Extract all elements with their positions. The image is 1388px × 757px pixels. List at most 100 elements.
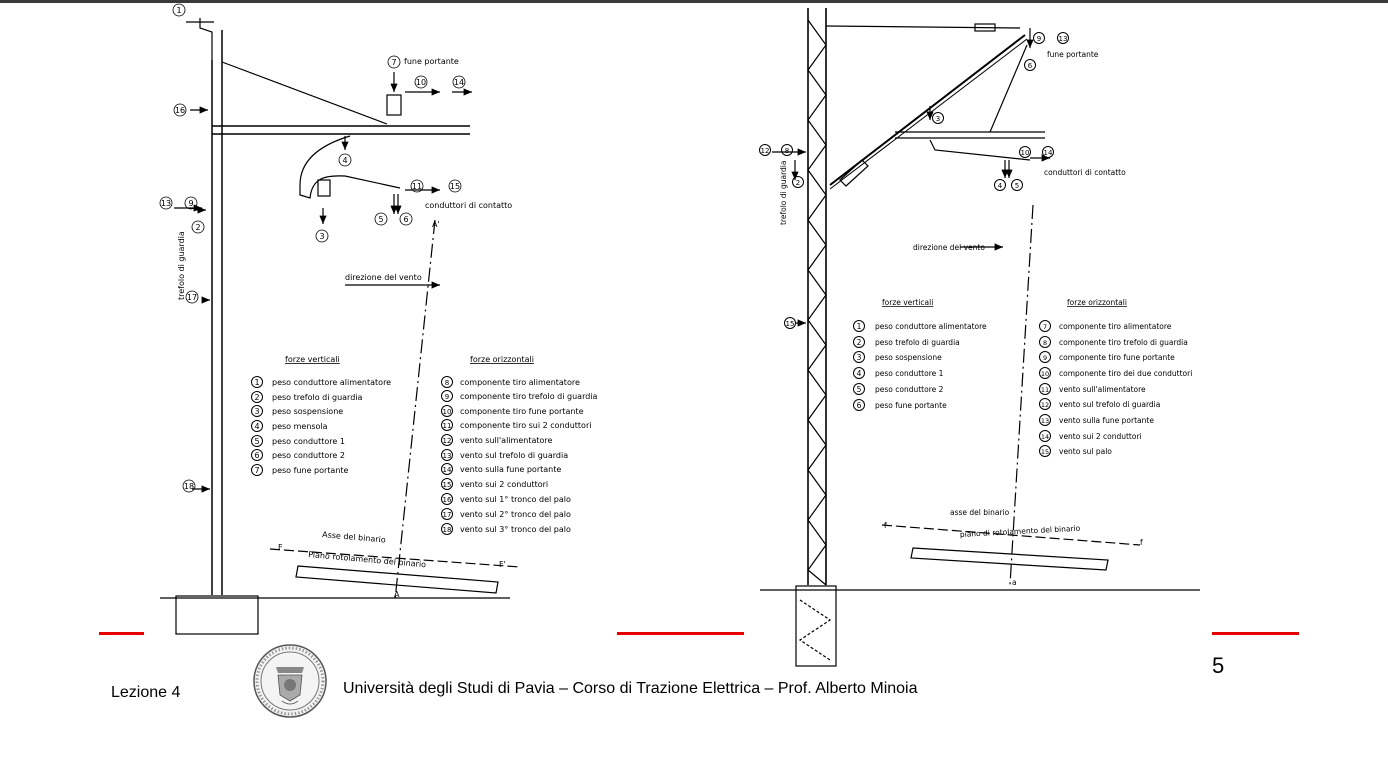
label-f-right: f [1140,538,1143,547]
svg-text:16: 16 [443,496,452,504]
svg-text:6: 6 [254,451,259,460]
label-piano-rotolamento: Piano rotolamento del binario [308,550,427,569]
svg-text:3: 3 [319,232,324,241]
right-diagram [760,8,1200,667]
right-vertical-item: peso fune portante [875,401,947,410]
svg-text:6: 6 [403,215,408,224]
svg-text:5: 5 [254,437,259,446]
label-A: A [394,590,400,599]
svg-text:7: 7 [391,58,396,67]
right-vertical-item: peso conduttore 1 [875,369,944,378]
svg-text:16: 16 [175,106,185,115]
right-drawing-markers: 12 8 2 15 9 13 6 3 10 14 4 5 [759,32,1069,329]
right-horizontal-item: vento sui 2 conduttori [1059,432,1142,441]
university-seal-icon [253,644,327,718]
footer-text: Università degli Studi di Pavia – Corso … [343,680,918,697]
label-asse-binario: Asse del binario [322,530,386,545]
svg-text:13: 13 [443,452,452,460]
left-horizontal-item: vento sul trefolo di guardia [460,451,568,460]
label-direzione-vento-r: direzione del vento [913,243,985,252]
svg-text:17: 17 [187,293,197,302]
left-vertical-item: peso fune portante [272,466,349,475]
left-drawing-markers: 1 16 13 9 2 17 18 7 10 14 4 3 5 6 11 15 [159,3,466,493]
right-drawing-labels: fune portante conduttori di contatto tre… [779,50,1143,587]
svg-text:8: 8 [445,379,449,387]
svg-text:4: 4 [857,369,862,378]
label-direzione-vento: direzione del vento [345,273,422,282]
left-horizontal-item: componente tiro alimentatore [460,378,580,387]
left-horizontal-item: componente tiro trefolo di guardia [460,392,598,401]
svg-text:14: 14 [1044,149,1053,157]
label-asse-binario-r: asse del binario [950,508,1010,517]
left-horizontal-item: componente tiro fune portante [460,407,584,416]
label-fune-portante: fune portante [404,57,459,66]
svg-text:18: 18 [443,526,452,534]
svg-text:4: 4 [342,156,347,165]
right-horizontal-item: vento sul trefolo di guardia [1059,400,1160,409]
right-horizontal-item: componente tiro dei due conduttori [1059,369,1192,378]
left-diagram [160,18,521,635]
label-f-left: f [884,521,887,530]
right-horizontal-item: componente tiro alimentatore [1059,322,1172,331]
label-conduttori-contatto-r: conduttori di contatto [1044,168,1126,177]
label-a: a [1012,578,1017,587]
svg-text:6: 6 [857,401,862,410]
svg-text:5: 5 [378,215,383,224]
red-divider-right [1212,632,1299,635]
right-vertical-item: peso sospensione [875,353,942,362]
svg-text:15: 15 [1041,448,1049,456]
top-border [0,0,1388,3]
left-horizontal-item: vento sulla fune portante [460,465,561,474]
red-divider-middle [617,632,744,635]
svg-text:2: 2 [254,393,259,402]
svg-text:10: 10 [1041,370,1049,378]
svg-text:11: 11 [1041,386,1049,394]
left-vertical-item: peso conduttore 1 [272,437,345,446]
svg-text:2: 2 [195,223,200,232]
svg-text:1: 1 [254,378,259,387]
svg-text:15: 15 [443,481,452,489]
svg-text:17: 17 [443,511,452,519]
right-horizontal-title: forze orizzontali [1067,298,1127,307]
svg-text:11: 11 [443,422,452,430]
right-horizontal-item: componente tiro fune portante [1059,353,1175,362]
svg-text:15: 15 [786,320,795,328]
right-vertical-item: peso conduttore alimentatore [875,322,987,331]
left-vertical-item: peso trefolo di guardia [272,393,362,402]
page-number: 5 [1212,653,1225,678]
label-A-prime: A' [432,220,440,229]
left-horizontal-title: forze orizzontali [470,355,534,364]
right-horizontal-item: vento sulla fune portante [1059,416,1154,425]
left-horizontal-item: vento sull'alimentatore [460,436,553,445]
left-horizontal-item: componente tiro sui 2 conduttori [460,421,591,430]
svg-text:9: 9 [1043,354,1047,362]
left-horizontal-item: vento sul 2° tronco del palo [460,510,571,519]
red-divider-left [99,632,144,635]
svg-text:10: 10 [416,78,426,87]
svg-text:5: 5 [857,385,862,394]
svg-text:3: 3 [254,407,259,416]
svg-text:12: 12 [443,437,452,445]
right-horizontal-item: componente tiro trefolo di guardia [1059,338,1188,347]
svg-text:14: 14 [454,78,464,87]
left-horizontal-item: vento sul 1° tronco del palo [460,495,571,504]
svg-text:9: 9 [188,199,193,208]
left-horizontal-item: vento sui 2 conduttori [460,480,548,489]
svg-text:10: 10 [443,408,452,416]
svg-text:9: 9 [445,393,449,401]
right-vertical-item: peso conduttore 2 [875,385,944,394]
svg-text:8: 8 [785,147,789,155]
right-horizontal-item: vento sul palo [1059,447,1112,456]
label-trefolo-guardia: trefolo di guardia [177,231,186,300]
svg-text:18: 18 [184,482,194,491]
svg-text:13: 13 [1041,417,1049,425]
right-vertical-item: peso trefolo di guardia [875,338,960,347]
svg-text:14: 14 [443,466,452,474]
svg-text:4: 4 [998,182,1003,190]
label-conduttori-contatto: conduttori di contatto [425,201,512,210]
left-vertical-item: peso sospensione [272,407,343,416]
